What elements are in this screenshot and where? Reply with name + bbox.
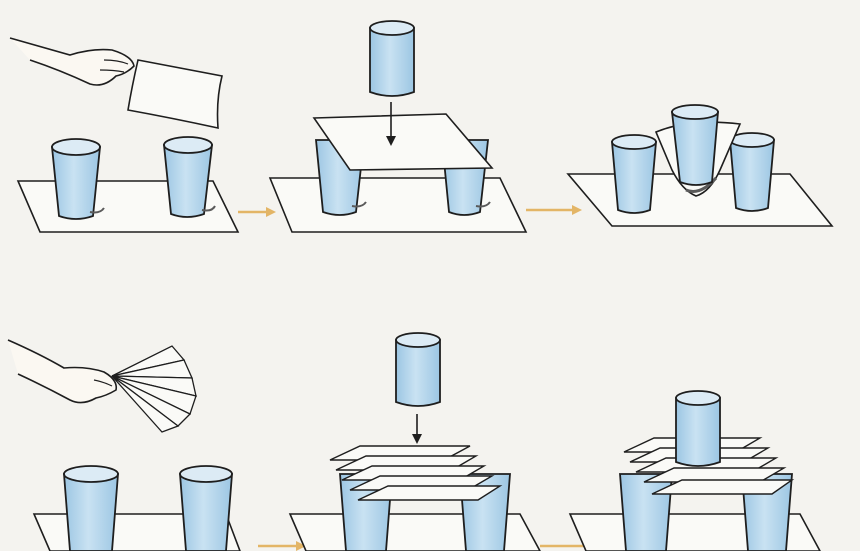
glass-left [612, 135, 656, 213]
glass-on-bridge [676, 391, 720, 466]
glass-right [730, 133, 774, 211]
glass-left [64, 466, 118, 551]
glass-top [396, 333, 440, 406]
glass-fallen [672, 105, 718, 185]
glass-top [370, 21, 414, 96]
glass-left [620, 474, 672, 551]
glass-right [180, 466, 232, 551]
